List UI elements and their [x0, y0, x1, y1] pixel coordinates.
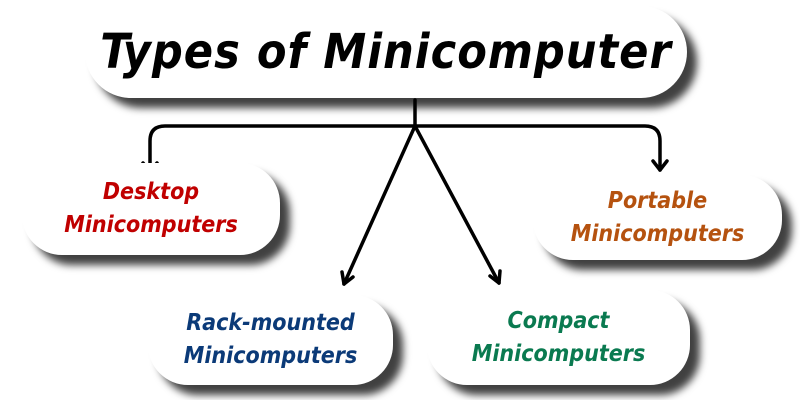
node-portable-minicomputers: Portable Minicomputers: [533, 175, 782, 260]
node-label-line1: Compact: [507, 307, 610, 334]
connector-portable: [413, 124, 662, 172]
node-label-line1: Rack-mounted: [186, 310, 355, 336]
node-desktop-minicomputers: Desktop Minicomputers: [22, 163, 280, 255]
node-label-line1: Desktop: [102, 179, 200, 205]
node-label-line2: Minicomputers: [570, 220, 745, 247]
node-label-line1: Portable: [607, 187, 708, 214]
node-label-line2: Minicomputers: [471, 340, 646, 367]
connector-rack: [342, 124, 417, 286]
connector-compact: [413, 124, 501, 285]
connector-desktop: [148, 124, 417, 174]
node-label-line2: Minicomputers: [183, 343, 358, 369]
node-label-line2: Minicomputers: [64, 212, 238, 238]
node-rack-mounted-minicomputers: Rack-mounted Minicomputers: [148, 295, 393, 385]
arrowhead-portable: [651, 159, 669, 172]
diagram-title: Types of Minicomputer: [100, 24, 672, 80]
arrowhead-compact: [488, 269, 502, 285]
title-box: Types of Minicomputer: [85, 6, 687, 98]
node-compact-minicomputers: Compact Minicomputers: [427, 290, 690, 385]
arrowhead-rack: [340, 270, 355, 286]
